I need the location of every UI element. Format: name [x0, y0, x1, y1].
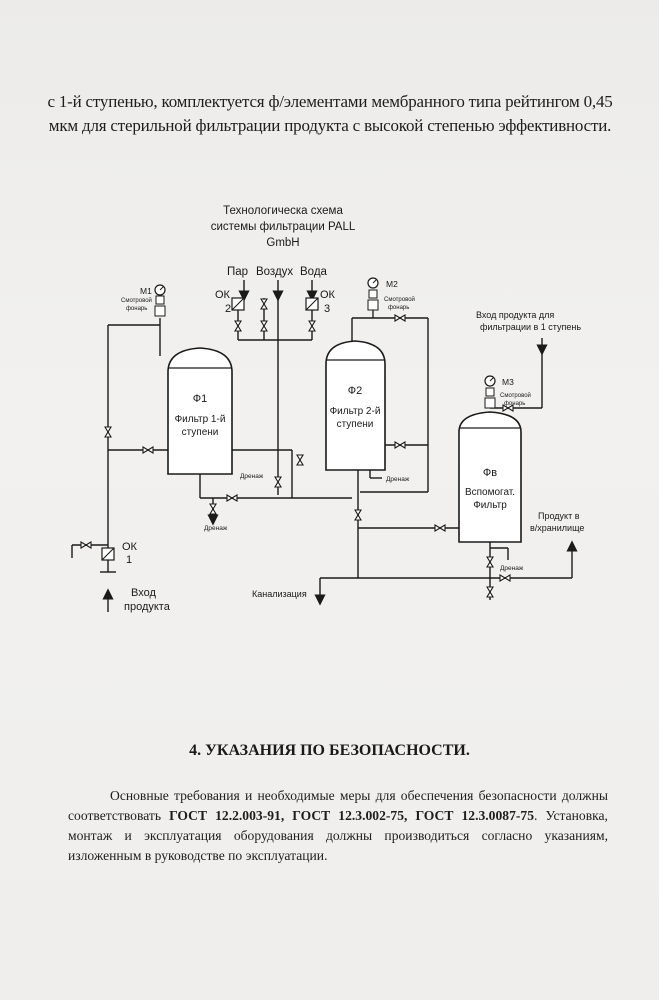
sight-glass-3-line-1: Смотровой: [500, 392, 531, 399]
gauge-m2: [367, 277, 379, 318]
aux-filter-vessel: [458, 411, 522, 543]
drain-label-3: Дренаж: [386, 476, 410, 483]
inlet-labels: Пар Воздух Вода: [227, 266, 328, 278]
gauge-m3: [484, 375, 496, 409]
aux-filter-code: Фв: [483, 467, 497, 479]
drain-label-4: Дренаж: [500, 565, 524, 572]
diagram-title-line-1: Технологическа схема: [223, 205, 343, 217]
ok-labels: ОК 2 ОК 3 ОК 1: [122, 289, 336, 566]
sewer-label: Канализация: [252, 589, 307, 599]
sight-glass-3-line-2: фонарь: [504, 401, 525, 407]
m3-label: М3: [502, 377, 514, 387]
m2-label: М2: [386, 279, 398, 289]
filter-1-vessel: [167, 347, 233, 475]
check-valve-ok3: [305, 297, 319, 311]
sight-glass-2-line-2: фонарь: [388, 305, 409, 311]
gost-3: ГОСТ 12.3.0087-75: [415, 808, 534, 823]
filtration-scheme-diagram: Технологическа схема системы фильтрации …: [71, 205, 584, 613]
water-label: Вода: [300, 266, 328, 278]
product-out-line-2: в/хранилище: [530, 523, 584, 533]
safety-paragraph: Основные требования и необходимые меры д…: [68, 786, 608, 866]
filter-1-name-line-1: Фильтр 1-й: [175, 414, 226, 425]
ok2-label: ОК: [215, 289, 231, 301]
gost-1: ГОСТ 12.2.003-91,: [169, 808, 285, 823]
sight-glass-1-line-2: фонарь: [126, 306, 147, 312]
gost-2: ГОСТ 12.3.002-75,: [292, 808, 408, 823]
steam-label: Пар: [227, 266, 248, 278]
diagram-title-line-3: GmbH: [266, 237, 299, 249]
stage1-inlet-line-1: Вход продукта для: [476, 310, 554, 320]
m1-label: М1: [140, 286, 152, 296]
section-title: 4. УКАЗАНИЯ ПО БЕЗОПАСНОСТИ.: [189, 742, 470, 759]
drain-label-1: Дренаж: [240, 473, 264, 480]
filter-labels: Ф1 Фильтр 1-й ступени Ф2 Фильтр 2-й ступ…: [175, 385, 515, 511]
diagram-title: Технологическа схема системы фильтрации …: [211, 205, 356, 249]
flow-labels: Канализация Вход продукта для фильтрации…: [252, 310, 584, 599]
stage1-inlet-line-2: фильтрации в 1 ступень: [480, 322, 581, 332]
product-inlet-label: Вход продукта: [124, 587, 171, 613]
air-label: Воздух: [256, 266, 293, 278]
filter-2-name-line-2: ступени: [337, 419, 374, 430]
check-valve-ok1: [101, 547, 115, 561]
gauge-labels: М1 М2 М3: [140, 279, 514, 387]
filter-2-code: Ф2: [348, 385, 362, 397]
filter-2-vessel: [325, 340, 386, 471]
drain-label-2: Дренаж: [204, 525, 228, 532]
check-valve-ok2: [231, 297, 245, 311]
safety-text-start: Основные требования и необходимые меры д…: [68, 788, 608, 823]
filter-1-code: Ф1: [193, 393, 207, 405]
aux-filter-name-line-2: Фильтр: [473, 500, 507, 511]
intro-line-1: с 1-й ступенью, комплектуется ф/элемента…: [47, 92, 613, 111]
intro-line-2: мкм для стерильной фильтрации продукта с…: [48, 116, 612, 135]
intro-paragraph: с 1-й ступенью, комплектуется ф/элемента…: [40, 90, 620, 138]
ok1-label: ОК: [122, 541, 138, 553]
product-inlet-line-1: Вход: [131, 587, 156, 599]
product-inlet-line-2: продукта: [124, 601, 171, 613]
sight-glass-1-line-1: Смотровой: [121, 297, 152, 304]
product-out-line-1: Продукт в: [538, 511, 580, 521]
diagram-title-line-2: системы фильтрации PALL: [211, 221, 356, 233]
aux-filter-name-line-1: Вспомогат.: [465, 487, 515, 498]
safety-text-end: . Установка, монтаж и эксплуатация обору…: [68, 808, 608, 863]
ok1-number: 1: [126, 554, 132, 566]
drain-labels: Дренаж Дренаж Дренаж Дренаж: [204, 473, 524, 572]
sight-glass-2-line-1: Смотровой: [384, 296, 415, 303]
sight-glass-labels: Смотровой фонарь Смотровой фонарь Смотро…: [121, 296, 531, 407]
ok2-number: 2: [225, 303, 231, 315]
ok3-number: 3: [324, 303, 330, 315]
filter-2-name-line-1: Фильтр 2-й: [330, 406, 381, 417]
gauge-m1: [154, 284, 166, 317]
ok3-label: ОК: [320, 289, 336, 301]
filter-1-name-line-2: ступени: [182, 427, 219, 438]
